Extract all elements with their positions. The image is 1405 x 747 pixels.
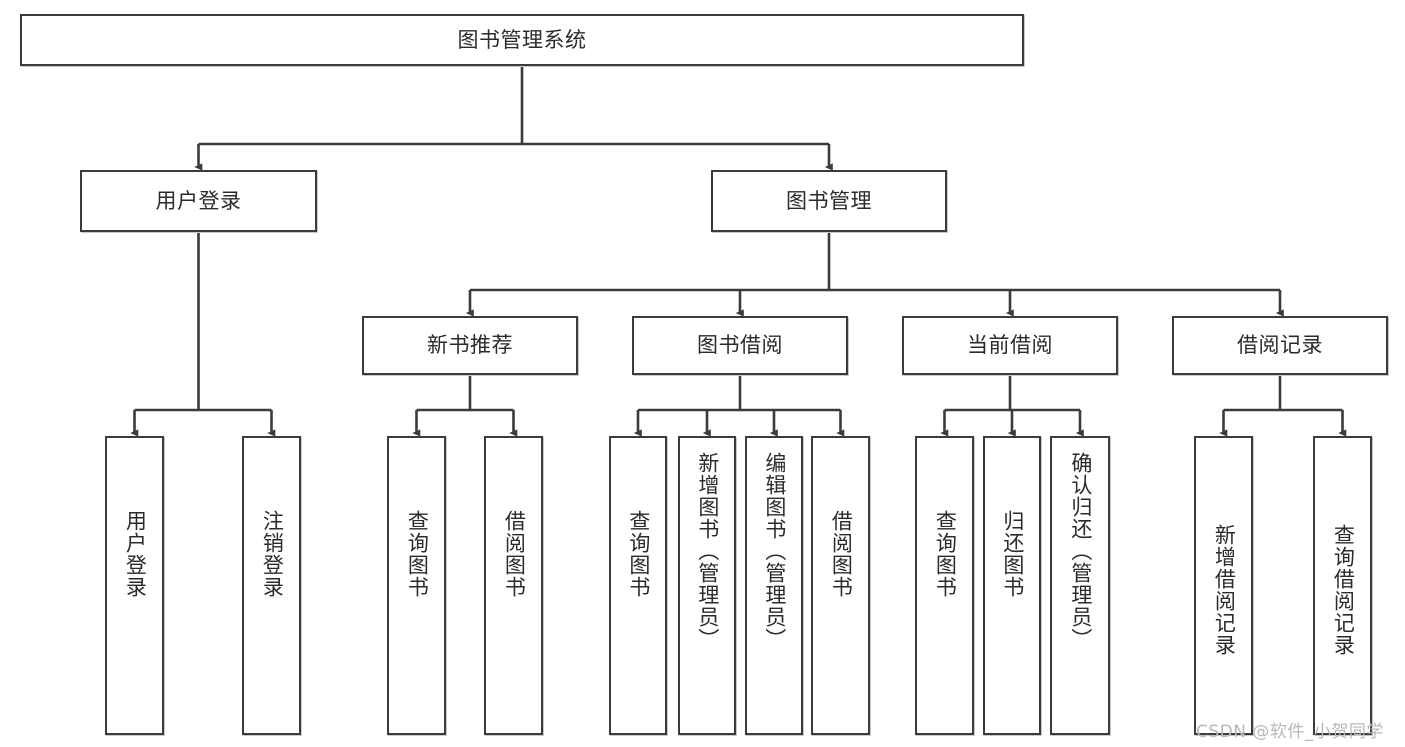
- node-label: 借阅图书: [829, 510, 854, 598]
- node-leaf-return-book[interactable]: 归还图书: [983, 436, 1041, 735]
- node-leaf-add-record[interactable]: 新增借阅记录: [1194, 436, 1253, 735]
- node-book-manage[interactable]: 图书管理: [711, 170, 947, 232]
- node-label: 归还图书: [1000, 510, 1025, 598]
- node-leaf-add-book[interactable]: 新增图书（管理员）: [678, 436, 736, 735]
- node-leaf-query-record[interactable]: 查询借阅记录: [1313, 436, 1372, 735]
- watermark-text: CSDN @软件_小贺同学: [1196, 722, 1384, 742]
- node-leaf-query-book-1[interactable]: 查询图书: [387, 436, 446, 735]
- node-current-borrow[interactable]: 当前借阅: [902, 316, 1118, 375]
- node-borrow-record[interactable]: 借阅记录: [1172, 316, 1388, 375]
- node-label: 图书管理系统: [457, 27, 587, 52]
- node-label: 查询图书: [933, 510, 958, 598]
- node-leaf-borrow-book-2[interactable]: 借阅图书: [811, 436, 870, 735]
- node-label: 查询图书: [626, 510, 651, 598]
- node-new-book-rec[interactable]: 新书推荐: [362, 316, 578, 375]
- edge-group: [130, 66, 1347, 437]
- node-leaf-query-book-3[interactable]: 查询图书: [915, 436, 974, 735]
- node-root[interactable]: 图书管理系统: [20, 14, 1024, 66]
- node-leaf-edit-book[interactable]: 编辑图书（管理员）: [745, 436, 803, 735]
- node-label: 注销登录: [260, 510, 285, 598]
- node-book-borrow[interactable]: 图书借阅: [632, 316, 848, 375]
- node-label: 借阅图书: [502, 510, 527, 598]
- node-label: 编辑图书（管理员）: [762, 452, 787, 650]
- node-label: 新增借阅记录: [1212, 524, 1237, 656]
- node-label: 确认归还（管理员）: [1068, 452, 1093, 650]
- node-label: 当前借阅: [967, 333, 1053, 358]
- node-leaf-borrow-book-1[interactable]: 借阅图书: [484, 436, 543, 735]
- node-leaf-user-login[interactable]: 用户登录: [105, 436, 164, 735]
- node-label: 新书推荐: [427, 333, 513, 358]
- node-leaf-logout[interactable]: 注销登录: [242, 436, 301, 735]
- node-user-login[interactable]: 用户登录: [80, 170, 317, 232]
- node-label: 新增图书（管理员）: [695, 452, 720, 650]
- node-label: 图书借阅: [697, 333, 783, 358]
- node-label: 借阅记录: [1237, 333, 1323, 358]
- node-label: 用户登录: [123, 510, 148, 598]
- node-label: 查询借阅记录: [1331, 524, 1356, 656]
- node-leaf-confirm-return[interactable]: 确认归还（管理员）: [1050, 436, 1110, 735]
- node-leaf-query-book-2[interactable]: 查询图书: [609, 436, 667, 735]
- node-label: 查询图书: [405, 510, 430, 598]
- node-label: 用户登录: [155, 188, 242, 213]
- node-label: 图书管理: [786, 188, 872, 213]
